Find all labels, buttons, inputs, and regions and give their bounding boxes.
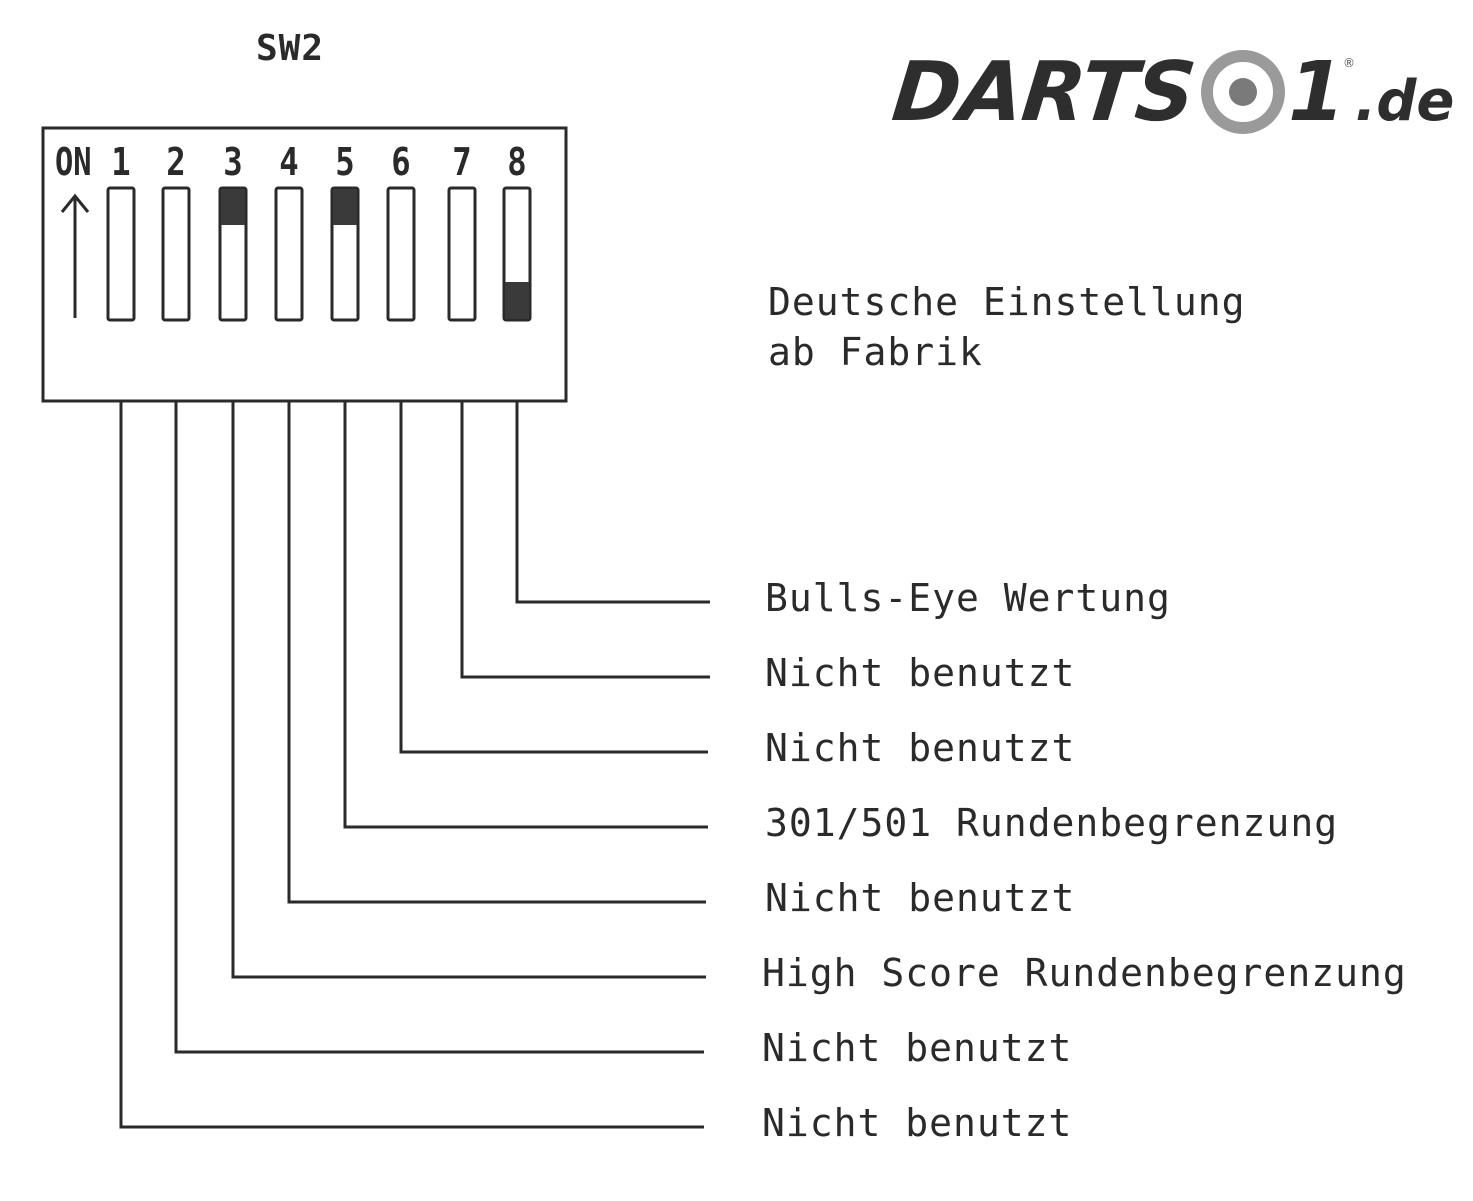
on-label: ON (55, 140, 92, 184)
leader-line-6 (399, 401, 708, 754)
leader-line-7 (460, 401, 710, 679)
logo-text-domain: .de (1355, 68, 1455, 134)
switch-number-6: 6 (391, 140, 411, 184)
switch-knob-off (505, 282, 529, 319)
switch-slot-7 (447, 186, 477, 322)
switch-title: SW2 (256, 28, 325, 69)
function-label-switch-2: Nicht benutzt (762, 1026, 1073, 1070)
function-label-switch-1: Nicht benutzt (762, 1101, 1073, 1145)
switch-slot-5 (330, 186, 360, 322)
function-label-switch-4: Nicht benutzt (765, 876, 1076, 920)
factory-setting-line2: ab Fabrik (768, 330, 983, 374)
on-arrow-icon (60, 193, 90, 318)
leader-line-2 (174, 401, 704, 1054)
switch-number-4: 4 (279, 140, 299, 184)
function-label-switch-3: High Score Rundenbegrenzung (762, 951, 1407, 995)
leader-line-5 (343, 401, 708, 829)
switch-slot-1 (106, 186, 136, 322)
function-label-switch-8: Bulls-Eye Wertung (765, 576, 1171, 620)
logo-text-darts: DARTS (888, 44, 1199, 140)
dartboard-icon (1200, 50, 1285, 134)
registered-mark: ® (1343, 56, 1356, 70)
switch-slot-8 (502, 186, 532, 322)
switch-knob-on (221, 189, 245, 225)
switch-slot-6 (386, 186, 416, 322)
switch-number-7: 7 (452, 140, 472, 184)
switch-slot-3 (218, 186, 248, 322)
switch-slot-2 (161, 186, 191, 322)
switch-number-8: 8 (507, 140, 527, 184)
switch-number-3: 3 (223, 140, 243, 184)
function-label-switch-7: Nicht benutzt (765, 651, 1076, 695)
function-label-switch-6: Nicht benutzt (765, 726, 1076, 770)
leader-line-3 (231, 401, 706, 979)
leader-line-1 (119, 401, 704, 1129)
logo-text-one: 1 (1287, 44, 1346, 140)
factory-setting-line1: Deutsche Einstellung (768, 280, 1246, 324)
darts01-logo: DARTS 1 ® .de (888, 45, 1455, 140)
leader-line-8 (515, 401, 710, 604)
switch-number-5: 5 (335, 140, 355, 184)
leader-line-4 (287, 401, 706, 904)
switch-housing (41, 126, 568, 403)
switch-slot-4 (274, 186, 304, 322)
switch-knob-on (333, 189, 357, 225)
function-label-switch-5: 301/501 Rundenbegrenzung (765, 801, 1339, 845)
switch-number-2: 2 (166, 140, 186, 184)
switch-number-1: 1 (111, 140, 131, 184)
